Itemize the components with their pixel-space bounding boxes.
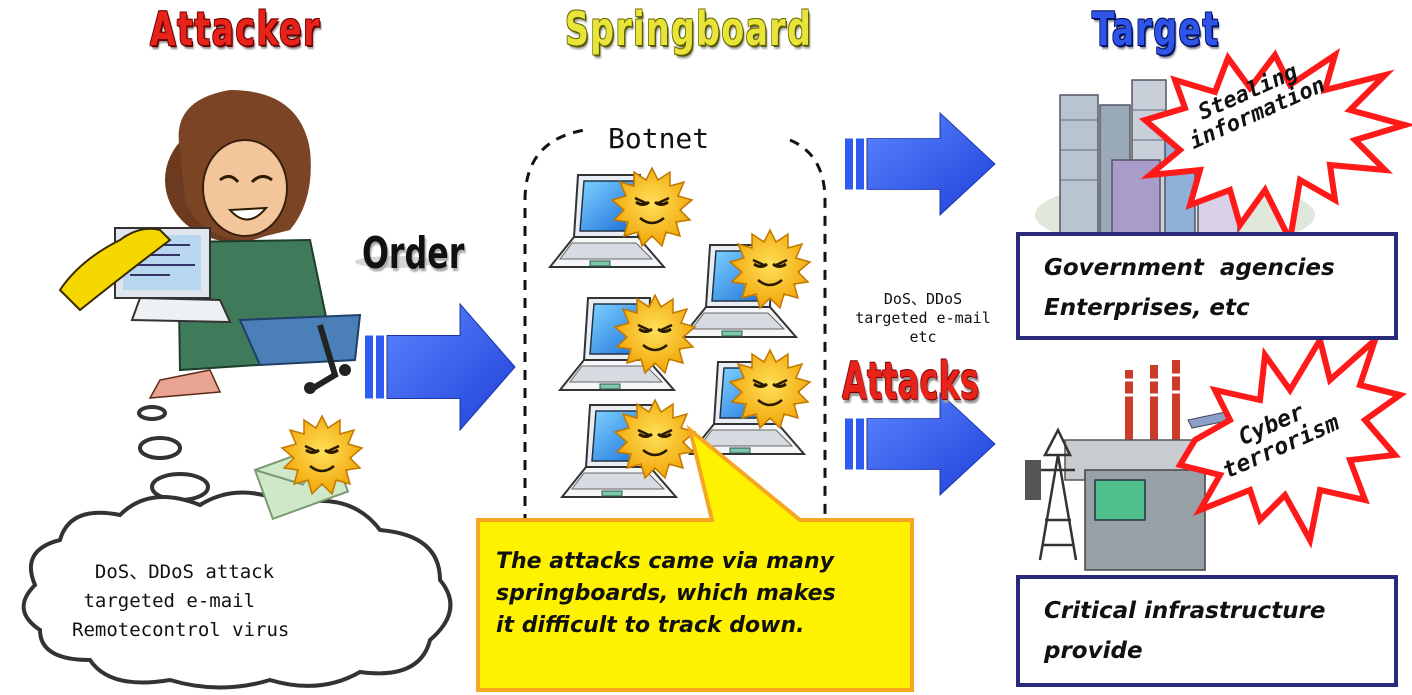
heading-target: Target [1092, 2, 1220, 56]
thought-bubbles [137, 405, 210, 502]
hacker-figure-icon [58, 90, 362, 399]
attack-note-line: DoS、DDoS [883, 290, 963, 308]
callout-line: The attacks came via many [496, 549, 834, 574]
order-label: Order [362, 228, 465, 279]
target-line: provide [1044, 638, 1143, 664]
callout-text: The attacks came via many springboards, … [496, 546, 906, 642]
target-box-government: Government agencies Enterprises, etc [1016, 232, 1398, 340]
attack-note-line: etc [909, 328, 937, 346]
virus-sun-icon [280, 414, 364, 496]
callout-line: springboards, which makes [496, 581, 836, 606]
attacker-methods: DoS、DDoS attack targeted e-mail Remoteco… [72, 558, 392, 645]
methods-cloud [21, 490, 453, 690]
target-box-infrastructure: Critical infrastructure provide [1016, 575, 1398, 687]
heading-attacker: Attacker [150, 2, 321, 56]
heading-springboard: Springboard [565, 2, 813, 56]
callout-line: it difficult to track down. [496, 613, 805, 638]
attacker-method: targeted e-mail [72, 590, 256, 612]
attack-methods-note: DoS、DDoS targeted e-mail etc [838, 290, 1008, 347]
attack-arrow-top-icon [844, 112, 996, 216]
attacker-method: Remotecontrol virus [72, 619, 290, 641]
callout-bubble [476, 424, 914, 692]
burst-stealing-info [1138, 47, 1412, 250]
target-line: Government agencies [1044, 255, 1335, 281]
attack-note-line: targeted e-mail [855, 309, 991, 327]
burst-cyber-terrorism [1175, 330, 1408, 549]
target-line: Enterprises, etc [1044, 295, 1250, 321]
attacks-label: Attacks [842, 352, 980, 412]
botnet-label: Botnet [608, 122, 710, 155]
attacker-method: DoS、DDoS attack [72, 561, 275, 583]
order-arrow-icon [364, 303, 516, 431]
target-line: Critical infrastructure [1044, 598, 1326, 624]
botnet-boundary [523, 128, 827, 560]
botnet-laptops [549, 166, 812, 498]
